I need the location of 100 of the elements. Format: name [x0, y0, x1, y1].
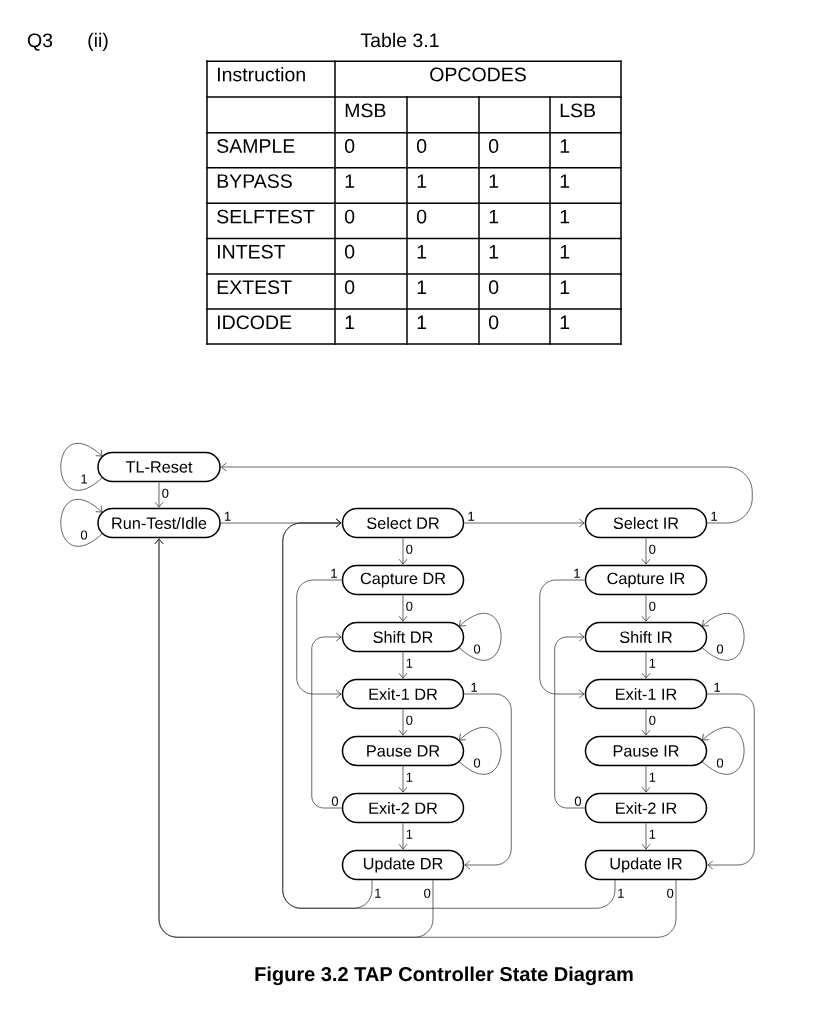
state-box: Exit-1 DR — [341, 678, 465, 710]
transition-arrow — [463, 693, 512, 870]
table-cell: 0 — [488, 139, 499, 153]
transition-arrow — [641, 708, 651, 736]
question-part: (ii) — [88, 32, 108, 52]
transition-arrow — [641, 537, 651, 565]
edge-label: 0 — [649, 715, 656, 725]
transition-arrow — [539, 579, 586, 699]
edge-label: 1 — [81, 474, 87, 484]
state-box: Update DR — [341, 849, 465, 881]
edge-label: 0 — [574, 796, 582, 806]
table-cell: 1 — [560, 139, 570, 153]
edge-label: 1 — [574, 568, 580, 578]
edge-label: 1 — [224, 511, 231, 521]
state-box: Shift DR — [341, 621, 465, 653]
edge-label: 1 — [714, 682, 721, 692]
state-box: Exit-2 DR — [341, 792, 465, 824]
edge-label: 1 — [406, 658, 413, 668]
table-header: OPCODES — [430, 67, 526, 82]
transition-arrow — [154, 481, 164, 508]
edge-label: 0 — [649, 601, 656, 611]
edge-label: 1 — [375, 888, 381, 898]
table-header: Instruction — [218, 67, 305, 82]
edge-label: 1 — [406, 829, 413, 839]
transition-arrow — [641, 651, 651, 679]
state-box: Shift IR — [584, 621, 708, 653]
self-loop-arrow — [458, 727, 502, 775]
transition-arrow — [154, 538, 677, 938]
transition-arrow — [398, 708, 408, 736]
self-loop-arrow — [701, 613, 745, 661]
self-loop-arrow — [60, 499, 103, 547]
table-cell: SAMPLE — [217, 139, 295, 153]
table-cell: 1 — [560, 174, 570, 188]
table-cell: 1 — [560, 315, 570, 329]
edge-label: 0 — [406, 601, 413, 611]
table-cell: 0 — [488, 280, 499, 295]
table-cell: 1 — [489, 174, 499, 188]
transition-arrow — [554, 632, 586, 809]
transition-arrow — [311, 632, 343, 809]
self-loop-arrow — [458, 613, 502, 661]
edge-label: 1 — [618, 888, 624, 898]
transition-arrow — [398, 651, 408, 679]
state-box: Capture DR — [341, 564, 465, 596]
question-number: Q3 — [27, 33, 53, 51]
self-loop-arrow — [701, 727, 745, 775]
table-cell: 1 — [489, 209, 499, 224]
transition-arrow — [398, 537, 408, 565]
edge-label: 1 — [471, 682, 478, 692]
table-cell: 1 — [417, 245, 427, 259]
table-cell: 0 — [344, 244, 355, 259]
state-box: Update IR — [584, 849, 708, 881]
table-cell: 1 — [489, 245, 499, 259]
table-cell: IDCODE — [218, 315, 292, 330]
table-cell: 0 — [344, 209, 355, 224]
edge-label: 0 — [473, 644, 481, 654]
table-cell: 1 — [417, 174, 427, 188]
transition-arrow — [641, 594, 651, 622]
transition-arrow — [463, 518, 585, 528]
table-cell: BYPASS — [217, 174, 292, 188]
table-cell: 1 — [560, 245, 570, 259]
state-box: Pause DR — [341, 735, 465, 767]
edge-label: 0 — [80, 530, 88, 540]
edge-label: 0 — [424, 888, 431, 898]
table-cell: 1 — [417, 280, 427, 294]
table-cell: 1 — [345, 174, 355, 188]
table-cell: SELFTEST — [217, 209, 315, 224]
table-cell: 0 — [416, 209, 427, 224]
edge-label: 0 — [649, 544, 656, 554]
transition-arrow — [641, 822, 651, 850]
table-cell: 1 — [417, 315, 427, 329]
table-cell: 0 — [488, 315, 499, 330]
state-box: Capture IR — [584, 564, 708, 596]
state-box: Exit-1 IR — [584, 678, 708, 710]
state-box: Run-Test/Idle — [97, 507, 221, 539]
edge-label: 1 — [649, 772, 656, 782]
table-cell: EXTEST — [217, 280, 292, 295]
edge-label: 1 — [406, 772, 413, 782]
table-cell: 0 — [416, 139, 427, 153]
edge-label: 1 — [649, 829, 656, 839]
edge-label: 1 — [649, 658, 656, 668]
edge-label: 0 — [162, 488, 169, 498]
edge-label: 0 — [667, 888, 674, 898]
table-cell: INTEST — [218, 244, 286, 259]
state-box: Pause IR — [584, 735, 708, 767]
table-header: MSB — [345, 103, 386, 118]
edge-label: 0 — [716, 758, 724, 768]
state-box: TL-Reset — [97, 451, 221, 483]
table-title: Table 3.1 — [360, 32, 439, 48]
table-header: LSB — [560, 103, 596, 118]
table-cell: 0 — [344, 280, 355, 295]
edge-label: 1 — [711, 511, 718, 521]
edge-label: 1 — [331, 568, 337, 578]
figure-caption: Figure 3.2 TAP Controller State Diagram — [255, 966, 633, 986]
transition-arrow — [398, 822, 408, 850]
transition-arrow — [641, 765, 651, 793]
table-cell: 1 — [560, 280, 570, 294]
transition-arrow — [398, 594, 408, 622]
edge-label: 1 — [468, 511, 475, 521]
state-box: Exit-2 IR — [584, 792, 708, 824]
edge-label: 0 — [473, 758, 481, 768]
